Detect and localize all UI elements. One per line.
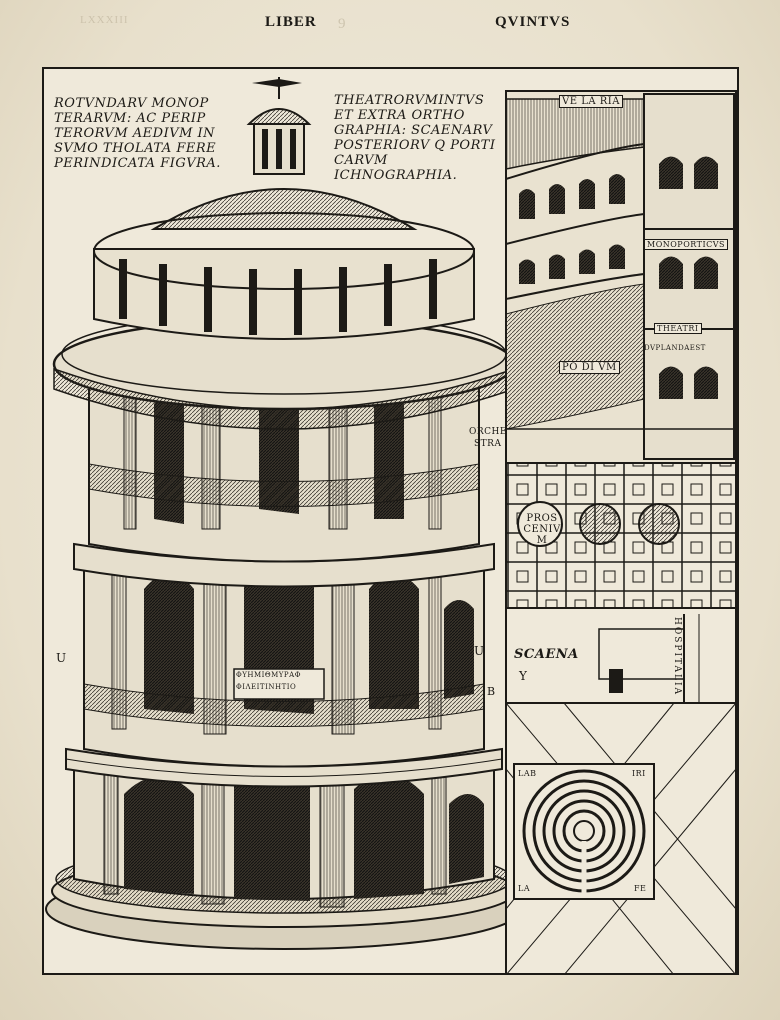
label-u-left: U [56, 651, 67, 665]
round-temple-drawing [45, 77, 523, 950]
label-podium: PO DI VM [559, 361, 620, 374]
theater-caption: THEATRORVMINTVS ET EXTRA ORTHO GRAPHIA: … [334, 93, 496, 183]
label-proscenium: PROS CENIV M [523, 513, 561, 546]
temple-caption: ROTVNDARV MONOP TERARVM: AC PERIP TERORV… [54, 96, 221, 171]
label-theatri: THEATRI [654, 323, 702, 334]
temple-inscription-line-1: ΦΥΗΜΙΘΜΥΡΑΦ [236, 671, 301, 679]
label-orchestra-1: ORCHE [469, 427, 507, 437]
scaena-plan [505, 607, 737, 704]
label-y: Y [519, 669, 528, 683]
woodcut-drawing [45, 77, 737, 973]
label-monoporticus: MONOPORTICVS [644, 239, 729, 250]
label-u-right: U [474, 644, 485, 658]
theater-elevation [505, 90, 737, 464]
labyrinth-plan [505, 702, 737, 973]
running-head-left: LIBER [265, 14, 317, 30]
temple-inscription-line-2: ΦΙΛΕΙΤΙΝΗΤΙΟ [236, 683, 297, 691]
proscenium-plan [505, 462, 737, 609]
bleed-through-mark: 9 [338, 16, 347, 32]
label-fe: FE [634, 884, 647, 893]
label-b: B [487, 685, 496, 698]
label-lab: LAB [518, 769, 537, 778]
label-velaria: VE LA RIA [559, 95, 623, 108]
woodcut-illustration: ROTVNDARV MONOP TERARVM: AC PERIP TERORV… [42, 67, 739, 975]
label-la: LA [518, 884, 531, 893]
bleed-through-folio: LXXXIII [80, 14, 129, 26]
label-scaena: SCAENA [514, 647, 579, 662]
running-head-right: QVINTVS [495, 14, 571, 30]
label-orchestra-2: STRA [474, 439, 502, 449]
label-dupla: DVPLANDAEST [644, 344, 706, 352]
label-iri: IRI [632, 769, 646, 778]
label-hospitalia: HOSPITALIA [672, 617, 682, 697]
